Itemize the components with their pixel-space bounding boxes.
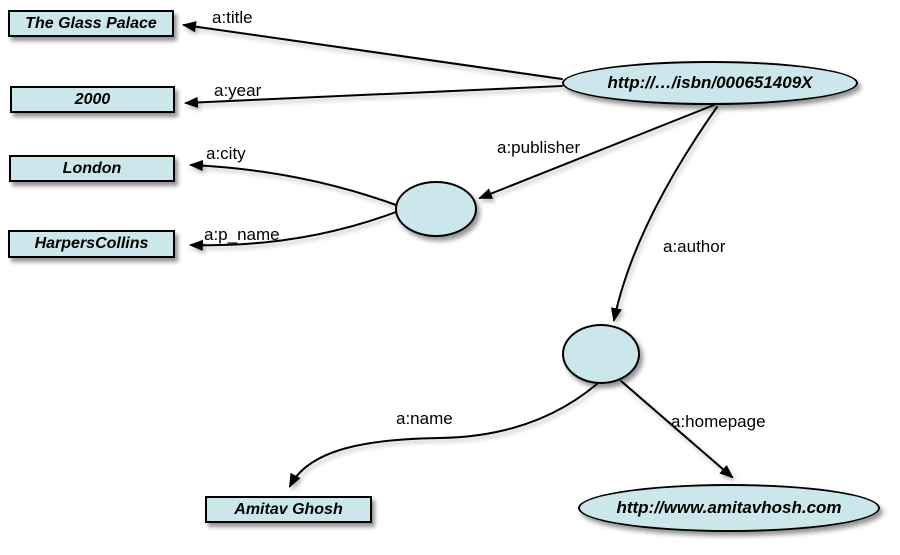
edge-title-arrow (181, 21, 563, 80)
edge-label-publisher: a:publisher (497, 138, 581, 157)
blank-node-publisher (395, 181, 477, 237)
edge-label-city: a:city (206, 144, 246, 163)
edge-author-arrow (610, 106, 718, 323)
literal-node-author-name: Amitav Ghosh (205, 496, 372, 523)
edge-label-author: a:author (663, 237, 726, 256)
literal-node-publisher-name: HarpersCollins (8, 230, 175, 258)
uri-node-book: http://…/isbn/000651409X (562, 61, 858, 105)
literal-node-year: 2000 (10, 86, 175, 113)
blank-node-author (562, 324, 640, 384)
literal-node-city: London (9, 155, 175, 182)
edge-city-arrow (188, 159, 397, 206)
edge-name-arrow (289, 383, 598, 488)
literal-node-title: The Glass Palace (8, 10, 174, 37)
edge-label-name: a:name (396, 409, 453, 428)
edge-label-title: a:title (212, 8, 253, 27)
edge-label-homepage: a:homepage (671, 412, 766, 431)
edge-label-pname: a:p_name (204, 225, 280, 244)
uri-node-homepage: http://www.amitavhosh.com (578, 484, 880, 532)
edge-label-year: a:year (214, 81, 262, 100)
